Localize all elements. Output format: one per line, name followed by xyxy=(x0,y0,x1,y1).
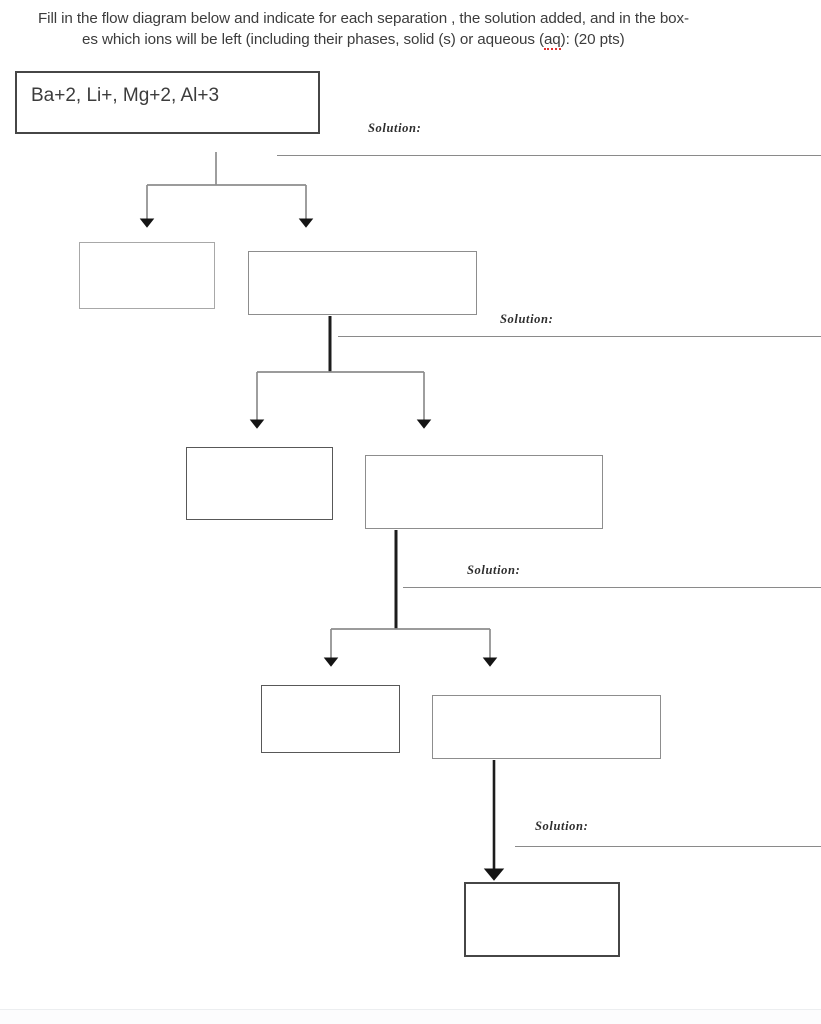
solution-answer-line-4[interactable] xyxy=(515,846,821,847)
solution-label-2: Solution: xyxy=(500,312,554,326)
answer-box-level1-left[interactable] xyxy=(79,242,215,309)
root-ion-box-label: Ba+2, Li+, Mg+2, Al+3 xyxy=(31,85,220,106)
footer-divider xyxy=(0,1009,821,1010)
prompt-line-2-part-b: ): (20 pts) xyxy=(560,31,625,48)
solution-label-4: Solution: xyxy=(535,819,589,833)
prompt-line-1: Fill in the flow diagram below and indic… xyxy=(38,10,689,27)
footer-band xyxy=(0,1010,821,1024)
answer-box-level4-final[interactable] xyxy=(464,882,620,957)
solution-answer-line-3[interactable] xyxy=(403,587,821,588)
spelling-error-text: aq xyxy=(543,31,561,50)
prompt-line-2-part-a: es which ions will be left (including th… xyxy=(82,31,544,48)
prompt-line-2: es which ions will be left (including th… xyxy=(38,29,821,50)
page-title: Fill in the flow diagram below and indic… xyxy=(38,8,821,50)
root-ion-box[interactable]: Ba+2, Li+, Mg+2, Al+3 xyxy=(15,71,320,134)
solution-label-1: Solution: xyxy=(368,121,422,135)
answer-box-level1-right[interactable] xyxy=(248,251,477,315)
answer-box-level2-left[interactable] xyxy=(186,447,333,520)
solution-answer-line-2[interactable] xyxy=(338,336,821,337)
answer-box-level2-right[interactable] xyxy=(365,455,603,529)
answer-box-level3-right[interactable] xyxy=(432,695,661,759)
solution-answer-line-1[interactable] xyxy=(277,155,821,156)
solution-label-3: Solution: xyxy=(467,563,521,577)
answer-box-level3-left[interactable] xyxy=(261,685,400,753)
